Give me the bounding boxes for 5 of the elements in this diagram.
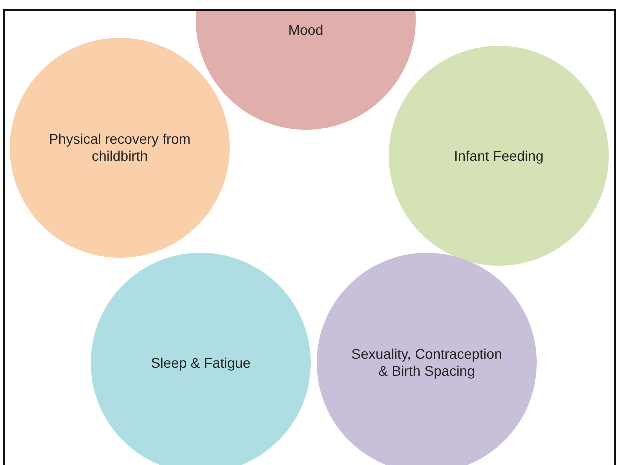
node-label: Infant Feeding bbox=[453, 148, 545, 164]
node-label: Mood bbox=[287, 22, 325, 39]
node-label: Sexuality, Contraception & Birth Spacing bbox=[350, 346, 504, 380]
node-label: Sleep & Fatigue bbox=[150, 354, 252, 372]
node-label: Physical recovery from childbirth bbox=[48, 131, 192, 165]
